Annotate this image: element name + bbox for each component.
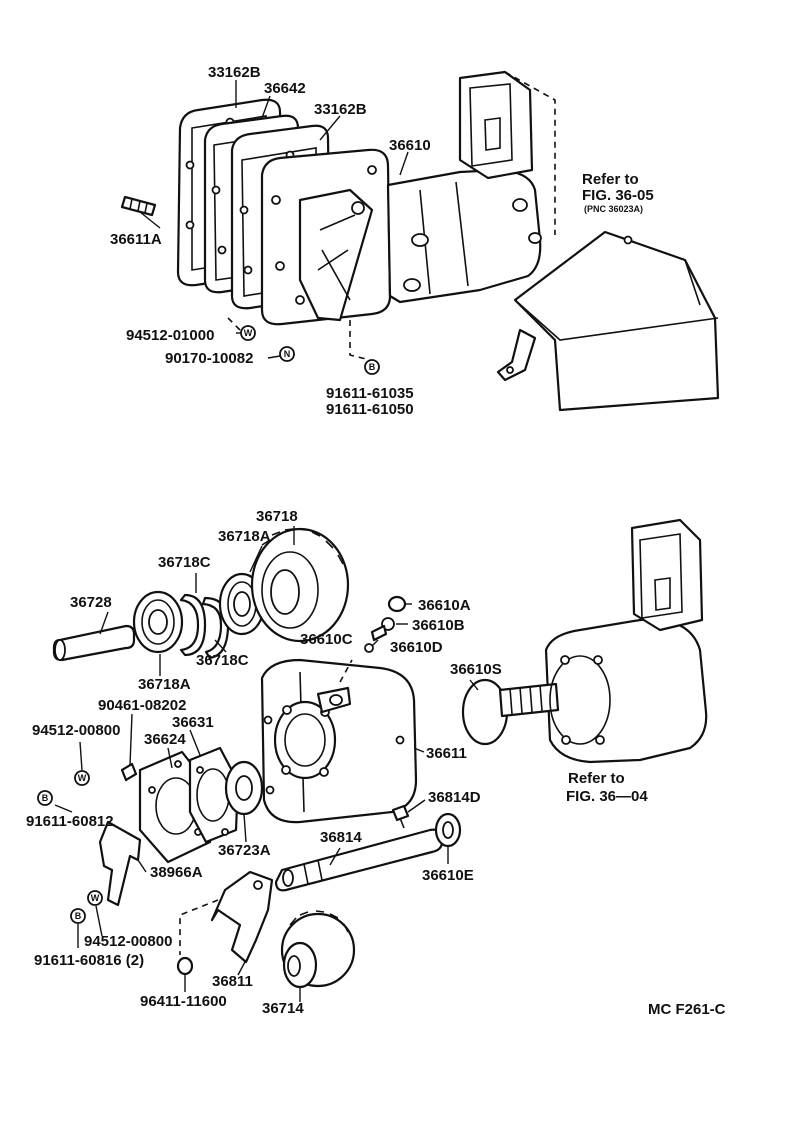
bolt-91611-60812: B [37, 790, 53, 806]
bolt-91611-60816: B [70, 908, 86, 924]
label-36811: 36811 [212, 973, 253, 990]
nut-symbol-n: N [284, 349, 291, 359]
washer-94512-00800-top: W [74, 770, 90, 786]
label-36642: 36642 [264, 80, 306, 97]
label-pnc-36023a: (PNC 36023A) [584, 204, 643, 214]
label-36610s: 36610S [450, 661, 502, 678]
label-fig-36-05: FIG. 36-05 [582, 187, 654, 204]
label-94512-01000: 94512-01000 [126, 327, 214, 344]
label-90461-08202: 90461-08202 [98, 697, 186, 714]
bolt-36814d [391, 804, 410, 829]
label-36624: 36624 [144, 731, 186, 748]
label-refer-to-bottom: Refer to [568, 770, 625, 787]
label-94512-00800-bottom: 94512-00800 [84, 933, 172, 950]
bearing-left [132, 590, 184, 654]
label-36714: 36714 [262, 1000, 304, 1017]
transmission-assembly [498, 518, 708, 764]
clip-90461-08202 [120, 762, 138, 782]
nut-90170-10082: N [279, 346, 295, 362]
snap-ring-left [179, 593, 207, 657]
oil-seal [434, 812, 462, 848]
pto-front-plate [260, 148, 392, 326]
idler-gear [250, 527, 350, 643]
label-36610c: 36610C [300, 631, 353, 648]
bolt-91611: B [364, 359, 380, 375]
pto-main-housing [386, 168, 542, 304]
washer-symbol-w: W [244, 328, 253, 338]
bolt-symbol-b-3: B [75, 911, 82, 921]
bottom-assembly: W B W B [37, 518, 708, 1002]
label-38966a: 38966A [150, 864, 203, 881]
label-36610a: 36610A [418, 597, 471, 614]
label-33162b-rear: 33162B [208, 64, 261, 81]
label-36814d: 36814D [428, 789, 481, 806]
bolt-symbol-b: B [369, 362, 376, 372]
label-91611-60812: 91611-60812 [26, 813, 114, 830]
label-36718: 36718 [256, 508, 298, 525]
label-33162b-front: 33162B [314, 101, 367, 118]
washer-94512-00800-bottom: W [87, 890, 103, 906]
label-36718c-bottom: 36718C [196, 652, 249, 669]
label-36728: 36728 [70, 594, 112, 611]
idler-shaft [52, 624, 136, 662]
heat-shield [496, 230, 720, 412]
label-36718a-bottom: 36718A [138, 676, 191, 693]
label-91611-61050: 91611-61050 [326, 401, 414, 418]
cap-36610a [387, 595, 407, 613]
label-36631: 36631 [172, 714, 214, 731]
pto-case [260, 658, 418, 824]
top-cover-box [458, 70, 534, 180]
label-90170-10082: 90170-10082 [165, 350, 253, 367]
label-96411-11600: 96411-11600 [140, 993, 227, 1010]
drive-gear [280, 910, 356, 989]
washer-94512-01000: W [240, 325, 256, 341]
figure-code: MC F261-C [648, 1001, 726, 1018]
label-36610: 36610 [389, 137, 431, 154]
label-36611a: 36611A [110, 231, 162, 248]
plug-36610c [370, 624, 388, 642]
washer-symbol-w-3: W [91, 893, 100, 903]
label-36723a: 36723A [218, 842, 271, 859]
label-36718c-top: 36718C [158, 554, 211, 571]
label-36718a-top: 36718A [218, 528, 271, 545]
top-assembly: W N B [120, 70, 720, 412]
bracket-plate [98, 820, 142, 907]
label-91611-61035: 91611-61035 [326, 385, 414, 402]
bolt-symbol-b-2: B [42, 793, 49, 803]
shift-fork [210, 870, 274, 964]
washer-symbol-w-2: W [78, 773, 87, 783]
label-36610b: 36610B [412, 617, 465, 634]
label-36611: 36611 [426, 745, 467, 762]
ball-36610d [364, 643, 374, 653]
label-94512-00800-top: 94512-00800 [32, 722, 120, 739]
label-36610d: 36610D [390, 639, 443, 656]
label-refer-to-top: Refer to [582, 171, 639, 188]
stud-bolt [120, 195, 157, 217]
pin-96411 [176, 956, 194, 976]
label-36814: 36814 [320, 829, 362, 846]
label-91611-60816: 91611-60816 (2) [34, 952, 144, 969]
bearing-36723a [224, 760, 264, 816]
label-36610e: 36610E [422, 867, 474, 884]
label-fig-36-04: FIG. 36—04 [566, 788, 648, 805]
